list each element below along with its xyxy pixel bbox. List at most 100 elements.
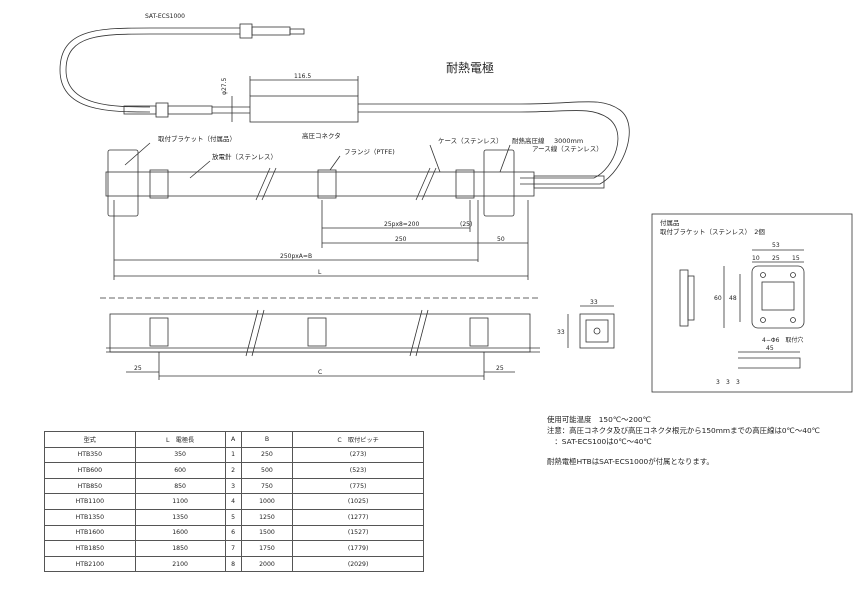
acc-dim-48: 48 (729, 295, 737, 302)
label-dim-250a: 250pxA=B (280, 253, 312, 260)
note-caution-2: ：SAT-ECS100は0℃～40℃ (547, 437, 652, 446)
label-dim-250: 250 (395, 236, 407, 243)
label-earth: アース線（ステンレス） (532, 144, 603, 153)
acc-dim-15: 15 (792, 255, 800, 262)
label-dia: φ27.5 (221, 78, 228, 96)
label-dim-50: 50 (497, 236, 505, 243)
acc-dim-3c: 3 (736, 379, 740, 386)
label-needle: 放電針（ステンレス） (212, 152, 277, 161)
upper-connector-nut (239, 23, 253, 39)
cell-c: (273) (292, 446, 424, 464)
cable-top-inner (65, 33, 240, 108)
label-hv-cable: 耐熱高圧線 (512, 136, 545, 145)
header-model: 型式 (44, 431, 136, 448)
cell-a: 3 (224, 477, 242, 495)
cell-length: 850 (134, 477, 226, 495)
label-connector-model: SAT-ECS1000 (145, 13, 185, 20)
cell-model: HTB600 (44, 462, 136, 479)
cell-b: 1250 (240, 508, 294, 526)
side-bracket-right (469, 317, 489, 347)
accessory-box (651, 213, 853, 393)
flange-right (455, 169, 475, 199)
cell-c: (1779) (292, 540, 424, 557)
acc-dim-3b: 3 (726, 379, 730, 386)
accessory-subtitle: 取付ブラケット（ステンレス） 2個 (660, 227, 765, 236)
cell-c: (1527) (292, 524, 424, 542)
cell-c: (2029) (292, 555, 424, 573)
upper-connector-body (251, 26, 291, 36)
header-b: B (240, 431, 294, 448)
table-header-row: 型式 L 電極長 A B C 取付ピッチ (44, 431, 424, 448)
accessory-title: 付属品 (660, 218, 680, 227)
bracket-right (483, 149, 515, 217)
acc-dim-3a: 3 (716, 379, 720, 386)
cell-a: 6 (224, 524, 242, 542)
cell-c: (1277) (292, 508, 424, 526)
acc-dim-10: 10 (752, 255, 760, 262)
label-dim-25r: 25 (496, 365, 504, 372)
acc-dim-25: 25 (772, 255, 780, 262)
side-bracket-mid (307, 317, 327, 347)
acc-dim-53: 53 (772, 242, 780, 249)
accessory-bracket-front (751, 265, 805, 329)
cell-a: 1 (224, 446, 242, 464)
accessory-bracket-side (679, 269, 689, 327)
cell-length: 1850 (134, 540, 226, 557)
cell-model: HTB1350 (44, 508, 136, 526)
cell-c: (775) (292, 477, 424, 495)
cell-model: HTB350 (44, 446, 136, 464)
cell-c: (523) (292, 462, 424, 479)
cell-length: 1100 (134, 493, 226, 510)
note-caution: 注意：高圧コネクタ及び高圧コネクタ根元から150mmまでの高圧線は0℃～40℃ (547, 426, 820, 435)
label-len-116: 116.5 (294, 73, 311, 80)
cell-b: 2000 (240, 555, 294, 573)
cell-length: 1600 (134, 524, 226, 542)
electrode-case (105, 171, 535, 197)
bracket-left (107, 149, 139, 217)
cell-length: 2100 (134, 555, 226, 573)
label-case: ケース（ステンレス） (438, 137, 503, 145)
cell-length: 600 (134, 462, 226, 479)
hv-connector (249, 95, 359, 123)
flange-left (149, 169, 169, 199)
upper-connector-tip (289, 28, 305, 35)
accessory-bracket-bottom (738, 357, 801, 369)
label-pitch-200: 25px8=200 (384, 221, 419, 228)
cell-a: 2 (224, 462, 242, 479)
cell-b: 500 (240, 462, 294, 479)
cell-b: 750 (240, 477, 294, 495)
cell-model: HTB1600 (44, 524, 136, 542)
cell-c: (1025) (292, 493, 424, 510)
header-length: L 電極長 (134, 431, 226, 448)
mid-connector-tail (167, 105, 213, 115)
acc-hole: 4−Φ6 取付穴 (762, 336, 803, 344)
end-view (579, 313, 615, 349)
cell-a: 7 (224, 540, 242, 557)
flange-mid (317, 169, 337, 199)
header-c: C 取付ピッチ (292, 431, 424, 448)
note-temperature: 使用可能温度 150℃～200℃ (547, 415, 651, 424)
mid-connector-nut (155, 102, 169, 118)
cell-model: HTB1100 (44, 493, 136, 510)
cable-top (59, 27, 240, 113)
label-hv-connector: 高圧コネクタ (302, 131, 341, 140)
label-dim-C: C (318, 369, 322, 376)
cell-length: 350 (134, 446, 226, 464)
label-bracket-acc: 取付ブラケット（付属品） (158, 134, 236, 143)
cell-b: 1500 (240, 524, 294, 542)
label-dim-L: L (318, 269, 322, 276)
acc-dim-60: 60 (714, 295, 722, 302)
cell-model: HTB850 (44, 477, 136, 495)
header-a: A (224, 431, 242, 448)
cell-a: 5 (224, 508, 242, 526)
